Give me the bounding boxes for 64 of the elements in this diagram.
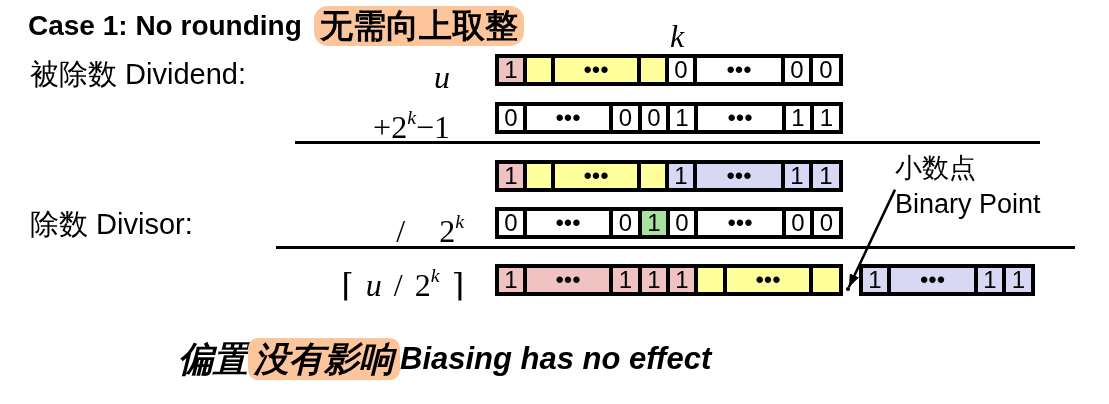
bit-cell: ••• xyxy=(697,58,781,82)
bit-cell: 1 xyxy=(642,268,666,292)
bit-cell xyxy=(641,164,665,188)
bit-cell: ••• xyxy=(698,211,782,235)
bit-cell: 0 xyxy=(499,211,523,235)
bit-cell: 0 xyxy=(613,211,638,235)
bit-cell: ••• xyxy=(698,106,782,130)
bit-cell: 0 xyxy=(785,58,809,82)
bit-cell: 1 xyxy=(670,106,694,130)
bit-cell xyxy=(813,268,839,292)
bit-cell: 1 xyxy=(499,268,523,292)
bit-cell: 1 xyxy=(863,268,887,292)
formula-label: ⌈ u / 2$^{k}$ ⌉ xyxy=(341,265,464,305)
bit-cell: ••• xyxy=(527,211,609,235)
bit-cell: ••• xyxy=(527,106,609,130)
bit-cell: ••• xyxy=(555,58,637,82)
row-label: 除数 Divisor: xyxy=(30,207,193,242)
bit-cell: 1 xyxy=(670,268,694,292)
bit-cell: 1 xyxy=(499,164,523,188)
bit-cell: 1 xyxy=(1006,268,1031,292)
bit-cell: 0 xyxy=(786,211,810,235)
formula-label: / 2$^{k}$ xyxy=(396,211,464,251)
bit-register xyxy=(495,54,843,86)
bit-cell: ••• xyxy=(891,268,974,292)
bit-cell: 1 xyxy=(669,164,693,188)
bit-cell: 0 xyxy=(613,106,638,130)
variable-label: u xyxy=(434,58,450,97)
dot-icon xyxy=(846,287,850,291)
row-label: 被除数 Dividend: xyxy=(30,57,246,92)
variable-label: k xyxy=(670,17,685,56)
annotation-text: Binary Point xyxy=(895,188,1041,221)
bit-cell xyxy=(641,58,665,82)
bit-cell: 0 xyxy=(813,58,839,82)
bit-register xyxy=(859,264,1035,296)
bit-cell: 1 xyxy=(814,106,839,130)
bit-cell: 1 xyxy=(786,106,810,130)
bit-cell: ••• xyxy=(727,268,809,292)
bit-cell: ••• xyxy=(697,164,781,188)
bit-register xyxy=(495,102,843,134)
bit-cell: 1 xyxy=(785,164,809,188)
formula-label: +2$^{k}$−1 xyxy=(373,107,450,147)
bit-cell xyxy=(698,268,723,292)
bit-cell: 0 xyxy=(670,211,694,235)
bit-cell: ••• xyxy=(527,268,609,292)
highlighted-heading: 无需向上取整 xyxy=(313,6,524,46)
bit-cell xyxy=(527,58,551,82)
bit-cell: 1 xyxy=(613,268,638,292)
bit-cell: 1 xyxy=(642,211,666,235)
bit-register xyxy=(495,264,843,296)
bit-cell: ••• xyxy=(555,164,637,188)
bit-cell: 1 xyxy=(978,268,1002,292)
annotation-text: 小数点 xyxy=(895,152,976,185)
leader-arrow xyxy=(847,189,897,288)
bit-cell: 1 xyxy=(499,58,523,82)
bit-cell: 0 xyxy=(814,211,839,235)
bit-cell xyxy=(527,164,551,188)
bit-register xyxy=(495,160,843,192)
bit-cell: 0 xyxy=(669,58,693,82)
bit-cell: 1 xyxy=(813,164,839,188)
bit-cell: 0 xyxy=(499,106,523,130)
title-text: Case 1: No rounding xyxy=(28,9,302,43)
bit-register xyxy=(495,207,843,239)
caption-text: Biasing has no effect xyxy=(400,340,712,378)
bit-cell: 0 xyxy=(642,106,666,130)
